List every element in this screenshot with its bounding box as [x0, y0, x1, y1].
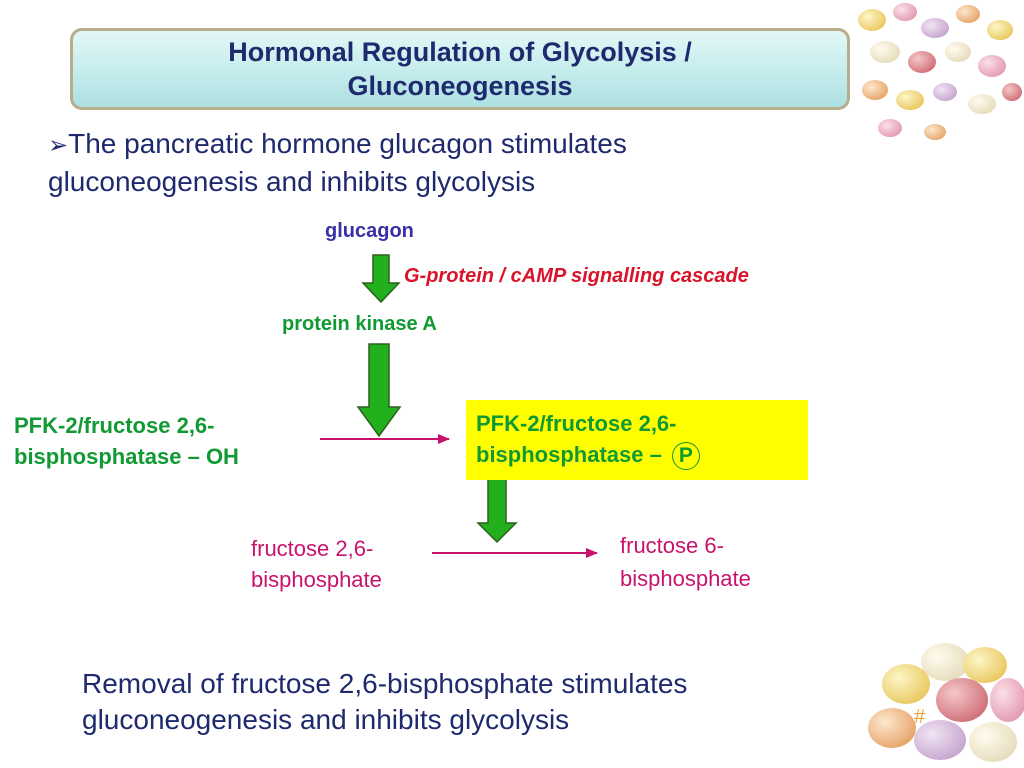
- green-arrow-pka-to-enzyme: [356, 343, 402, 438]
- glucagon-label: glucagon: [325, 220, 414, 242]
- fructose-6-bisphosphate-label: fructose 6-bisphosphate: [620, 533, 751, 591]
- egg-cluster-bottom: [868, 643, 1024, 762]
- slide-title: Hormonal Regulation of Glycolysis / Gluc…: [228, 37, 692, 101]
- green-arrow-glucagon-to-pka: [361, 254, 401, 304]
- pfk2-phosphorylated-label: PFK-2/fructose 2,6-bisphosphatase –P: [476, 408, 806, 471]
- pfk2-dephosphorylated-label: PFK-2/fructose 2,6-bisphosphatase – OH: [14, 413, 239, 469]
- egg-cluster-top: [858, 3, 1022, 140]
- slide-number: #: [914, 706, 926, 728]
- summary-text: Removal of fructose 2,6-bisphosphate sti…: [82, 668, 688, 735]
- pfk2-phosphorylated-text: PFK-2/fructose 2,6-bisphosphatase –: [476, 411, 677, 467]
- title-banner: Hormonal Regulation of Glycolysis / Gluc…: [70, 28, 850, 110]
- phosphorylated-enzyme-highlight: [466, 400, 808, 480]
- green-arrow-enzyme-to-fructose: [476, 477, 518, 544]
- bullet-text: The pancreatic hormone glucagon stimulat…: [48, 128, 627, 197]
- phosphate-circle-icon: P: [671, 442, 700, 471]
- bullet-point: ➢The pancreatic hormone glucagon stimula…: [48, 126, 808, 200]
- bullet-arrow-icon: ➢: [48, 132, 69, 159]
- fructose-26-bisphosphate-label: fructose 2,6-bisphosphate: [251, 536, 382, 592]
- cascade-label: G-protein / cAMP signalling cascade: [404, 265, 749, 287]
- protein-kinase-a-label: protein kinase A: [282, 313, 437, 335]
